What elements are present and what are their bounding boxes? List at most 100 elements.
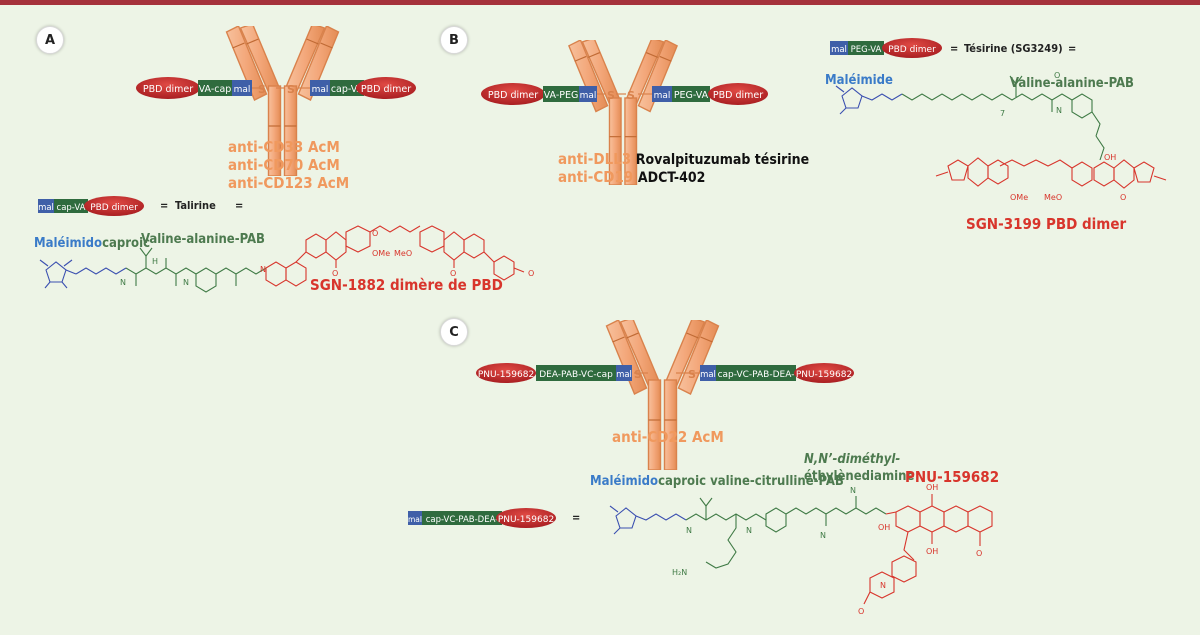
panel-a-atom-meo: MeO	[394, 249, 412, 258]
panel-c-right-payload-text: PNU-159682	[796, 370, 852, 380]
panel-c-atom-ho: OH	[878, 523, 890, 532]
panel-c-left-payload-pill	[476, 363, 536, 383]
panel-b-sulfur-right: S	[627, 89, 635, 102]
panel-a-atom-o1: O	[372, 229, 378, 238]
panel-c-atom-n2: N	[746, 526, 752, 535]
panel-b-left-linker-text: VA-PEG	[544, 90, 579, 101]
panel-c-atom-oh1: OH	[926, 483, 938, 492]
panel-c-atom-n5: N	[880, 581, 886, 590]
panel-b-legend-equals-2: =	[1068, 42, 1077, 55]
panel-a-target-1: anti-CD33 AcM	[228, 138, 340, 156]
panel-a-right-payload-text: PBD dimer	[361, 84, 411, 95]
panel-b-legend-linker-box	[848, 41, 884, 55]
panel-b-right-mal-text: mal	[654, 91, 671, 101]
panel-c-target: anti-CD22 AcM	[612, 428, 724, 446]
panel-c-structure	[609, 494, 993, 605]
panel-c-legend-mal-text: mal	[408, 515, 422, 524]
panel-a-right-payload-pill	[356, 77, 416, 99]
panel-c-atom-o2: O	[858, 607, 864, 616]
panel-a-sulfur-left: S	[258, 83, 266, 96]
panel-c-payload-label: PNU-159682	[905, 468, 1000, 486]
panel-a-payload-label: SGN-1882 dimère de PBD	[310, 276, 503, 294]
panel-a-legend-linker-box	[54, 199, 88, 213]
panel-b-right-linker-box	[672, 86, 710, 102]
panel-a-maleimido: Maléimido	[34, 236, 103, 251]
panel-b-atom-n1: N	[1056, 106, 1062, 115]
panel-a-target-2: anti-CD70 AcM	[228, 156, 340, 174]
panel-a-legend-payload-text: PBD dimer	[90, 203, 138, 213]
panel-c-legend-payload-text: PNU-159682	[498, 515, 554, 525]
panel-c-right-linker-box	[716, 365, 796, 381]
panel-c-atom-n1: N	[686, 526, 692, 535]
panel-c-right-mal-text: mal	[700, 370, 716, 380]
panel-b-legend-equals-1: =	[950, 42, 959, 55]
panel-a-left-mal-text: mal	[234, 85, 251, 95]
panel-a-atom-h1: H	[152, 257, 158, 266]
panel-b-right-linker-text: PEG-VA	[674, 90, 709, 101]
panel-b-legend-payload-text: PBD dimer	[888, 45, 936, 55]
panel-a-atom-n2: N	[183, 278, 189, 287]
panel-b-atom-oh: OH	[1104, 153, 1116, 162]
panel-a-legend-equals-2: =	[235, 199, 244, 212]
panel-b-legend-mal-box	[830, 41, 848, 55]
panel-b-right-payload-pill	[708, 83, 768, 105]
panel-b-target-1: anti-DLL3	[558, 150, 632, 168]
panel-b-target-row-1: anti-DLL3 Rovalpituzumab tésirine	[558, 149, 809, 168]
panel-c-left-mal-box	[616, 365, 632, 381]
panel-a-atom-n1: N	[260, 265, 266, 274]
panel-b-atom-ome: OMe	[1010, 193, 1028, 202]
panel-c-atom-h2n: H₂N	[672, 568, 687, 577]
panel-a-atom-ome: OMe	[372, 249, 390, 258]
panel-a-left-payload-text: PBD dimer	[143, 84, 193, 95]
panel-b-atom-meo: MeO	[1044, 193, 1062, 202]
top-bar	[0, 0, 1200, 5]
panel-c-left-payload-text: PNU-159682	[478, 370, 534, 380]
panel-c-left-linker-text: DEA-PAB-VC-cap	[539, 370, 613, 380]
panel-b-valine-label: Valine-alanine-PAB	[1010, 76, 1134, 91]
panel-c-antibody	[605, 320, 720, 470]
panel-a-atom-n3: N	[120, 278, 126, 287]
panel-c-linker-label: Maléimidocaproic valine-citrulline-PAB	[590, 470, 844, 489]
panel-c-sulfur-right: S	[688, 368, 696, 381]
panel-a-legend-mal-box	[38, 199, 54, 213]
panel-b-badge: B	[440, 26, 468, 54]
panel-c-legend-linker-box	[422, 511, 502, 525]
panel-a-atom-o3: O	[450, 269, 456, 278]
panel-a-structure	[39, 225, 525, 293]
panel-b-legend-mal-text: mal	[831, 45, 847, 55]
panel-a-left-linker-box	[198, 80, 232, 96]
panel-b-target-2: anti-CD19	[558, 168, 634, 186]
panel-b-legend-linker-text: PEG-VA	[851, 45, 882, 55]
panel-b-atom-o2: O	[1120, 193, 1126, 202]
panel-c-legend-linker-text: cap-VC-PAB-DEA-	[426, 515, 499, 525]
panel-a-valine-label: Valine-alanine-PAB	[141, 232, 265, 247]
panel-c-legend-equals: =	[572, 511, 581, 524]
panel-c-maleimido: Maléimido	[590, 474, 659, 489]
panel-c-right-linker-text: cap-VC-PAB-DEA-	[718, 370, 795, 380]
panel-a-left-linker-text: VA-cap	[199, 84, 232, 95]
panel-a-linker-label: Maléimidocaproic	[34, 232, 150, 251]
panel-c-atom-o1: O	[976, 549, 982, 558]
panel-c-atom-n3: N	[820, 531, 826, 540]
panel-b-legend-payload-pill	[882, 38, 942, 58]
panel-c-legend-payload-pill	[496, 508, 556, 528]
panel-b-atom-o1: O	[1054, 71, 1060, 80]
panel-c-dea-line-1: N,N’-diméthyl-	[804, 452, 901, 467]
panel-a-legend-linker-text: cap-VA	[57, 203, 86, 213]
panel-b-left-linker-box	[543, 86, 579, 102]
panel-b-drug-1: Rovalpituzumab tésirine	[635, 152, 810, 168]
panel-b-left-payload-pill	[481, 83, 545, 105]
panel-c-atom-n4: N	[850, 486, 856, 495]
panel-a-right-linker-box	[330, 80, 364, 96]
panel-c-right-mal-box	[700, 365, 716, 381]
panel-a-legend-payload-pill	[84, 196, 144, 216]
panel-b-left-mal-text: mal	[580, 91, 597, 101]
panel-b-maleimide-label: Maléimide	[825, 73, 893, 88]
panel-a-legend-equals-1: =	[160, 199, 169, 212]
panel-b-target-row-2: anti-CD19 ADCT-402	[558, 167, 705, 186]
panel-a-right-mal-text: mal	[312, 85, 329, 95]
panel-b-payload-label: SGN-3199 PBD dimer	[966, 215, 1127, 233]
panel-a-caproic: caproic	[102, 236, 151, 251]
